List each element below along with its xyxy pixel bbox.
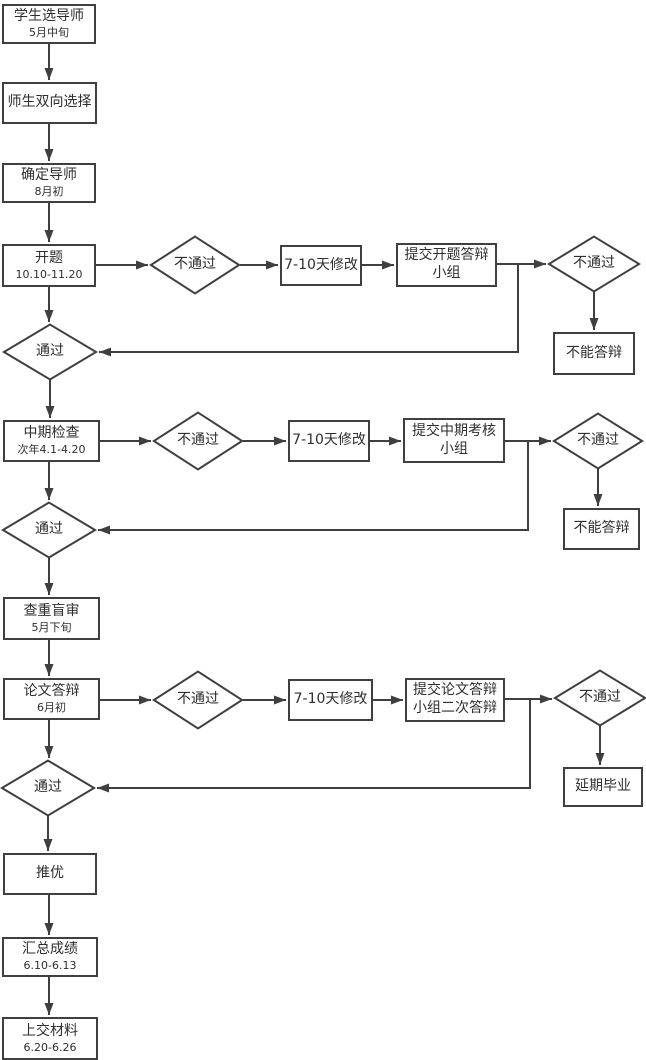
step-midterm[interactable]: 中期检查 次年4.1-4.20 <box>3 420 100 462</box>
step-label: 论文答辩 <box>23 683 80 700</box>
step-proposal-no-defense[interactable]: 不能答辩 <box>553 332 635 375</box>
step-label: 7-10天修改 <box>292 432 366 449</box>
arrow-committee3-to-pass-feedback <box>97 699 531 793</box>
step-label: 师生双向选择 <box>7 94 92 111</box>
step-label: 开题 <box>35 249 63 266</box>
step-label: 提交中期考核 <box>412 422 496 439</box>
step-proposal-committee[interactable]: 提交开题答辩 小组 <box>396 243 497 287</box>
step-midterm-committee[interactable]: 提交中期考核 小组 <box>403 418 505 463</box>
step-date: 6月初 <box>37 701 66 715</box>
step-label-line2: 小组二次答辩 <box>413 700 497 716</box>
diamond-shape-icon <box>1 760 95 816</box>
step-date: 5月下旬 <box>31 620 72 634</box>
step-submit-materials[interactable]: 上交材料 6.20-6.26 <box>2 1017 98 1060</box>
step-student-select[interactable]: 学生选导师 5月中旬 <box>2 4 96 44</box>
step-defense-revise[interactable]: 7-10天修改 <box>288 679 373 721</box>
step-proposal-revise[interactable]: 7-10天修改 <box>280 245 362 286</box>
decision-label: 不通过 <box>177 691 219 708</box>
step-label: 查重盲审 <box>23 602 80 619</box>
step-date: 5月中旬 <box>29 26 69 40</box>
decision-defense-fail[interactable]: 不通过 <box>153 671 243 729</box>
step-midterm-no-defense[interactable]: 不能答辩 <box>563 508 640 550</box>
decision-label: 不通过 <box>579 689 621 706</box>
decision-proposal-fail2[interactable]: 不通过 <box>548 236 640 292</box>
step-midterm-revise[interactable]: 7-10天修改 <box>288 420 370 462</box>
diamond-shape-icon <box>153 671 243 729</box>
step-label: 中期检查 <box>23 425 80 442</box>
step-excellence[interactable]: 推优 <box>3 853 97 895</box>
step-label: 提交论文答辩 <box>413 682 497 699</box>
step-label: 确定导师 <box>21 167 77 184</box>
diamond-shape-icon <box>548 236 640 292</box>
decision-midterm-fail[interactable]: 不通过 <box>153 412 243 470</box>
step-date: 10.10-11.20 <box>15 267 83 281</box>
decision-label: 不通过 <box>174 256 216 273</box>
step-label: 7-10天修改 <box>284 256 358 273</box>
step-confirm-supervisor[interactable]: 确定导师 8月初 <box>2 163 96 203</box>
step-label: 推优 <box>36 865 64 882</box>
step-label: 延期毕业 <box>575 778 631 795</box>
diamond-shape-icon <box>150 236 240 294</box>
step-label: 学生选导师 <box>14 8 84 25</box>
step-blind-review[interactable]: 查重盲审 5月下旬 <box>3 597 100 640</box>
decision-midterm-pass[interactable]: 通过 <box>2 502 96 558</box>
step-proposal[interactable]: 开题 10.10-11.20 <box>2 244 96 287</box>
diamond-shape-icon <box>554 670 646 726</box>
decision-midterm-fail2[interactable]: 不通过 <box>553 413 643 469</box>
step-label-line2: 小组 <box>432 265 461 281</box>
step-date: 次年4.1-4.20 <box>17 443 86 457</box>
step-thesis-defense[interactable]: 论文答辩 6月初 <box>3 678 100 720</box>
step-label: 上交材料 <box>22 1022 78 1039</box>
step-label: 不能答辩 <box>573 520 630 537</box>
step-date: 6.10-6.13 <box>23 959 77 973</box>
step-date: 8月初 <box>34 185 64 199</box>
step-label-line2: 小组 <box>440 440 468 457</box>
diamond-shape-icon <box>3 324 97 380</box>
decision-label: 不通过 <box>573 255 615 272</box>
step-date: 6.20-6.26 <box>23 1040 77 1054</box>
diamond-shape-icon <box>153 412 243 470</box>
step-label: 不能答辩 <box>566 344 622 361</box>
step-label: 汇总成绩 <box>22 941 78 958</box>
decision-label: 不通过 <box>577 432 619 449</box>
decision-label: 通过 <box>35 521 63 538</box>
step-mutual-select[interactable]: 师生双向选择 <box>2 82 97 124</box>
diamond-shape-icon <box>553 413 643 469</box>
decision-defense-pass[interactable]: 通过 <box>1 760 95 816</box>
decision-defense-fail2[interactable]: 不通过 <box>554 670 646 726</box>
decision-proposal-pass[interactable]: 通过 <box>3 324 97 380</box>
step-summarize-scores[interactable]: 汇总成绩 6.10-6.13 <box>2 937 98 977</box>
step-delayed-graduation[interactable]: 延期毕业 <box>563 767 643 807</box>
decision-proposal-fail[interactable]: 不通过 <box>150 236 240 294</box>
diamond-shape-icon <box>2 502 96 558</box>
step-defense-committee[interactable]: 提交论文答辩 小组二次答辩 <box>405 678 505 722</box>
step-label: 7-10天修改 <box>293 691 368 708</box>
step-label: 提交开题答辩 <box>404 247 489 264</box>
decision-label: 通过 <box>34 779 62 796</box>
decision-label: 通过 <box>36 343 64 360</box>
arrow-committee2-to-pass-feedback <box>98 441 529 535</box>
arrow-committee-to-pass-feedback <box>99 264 519 357</box>
decision-label: 不通过 <box>177 432 219 449</box>
